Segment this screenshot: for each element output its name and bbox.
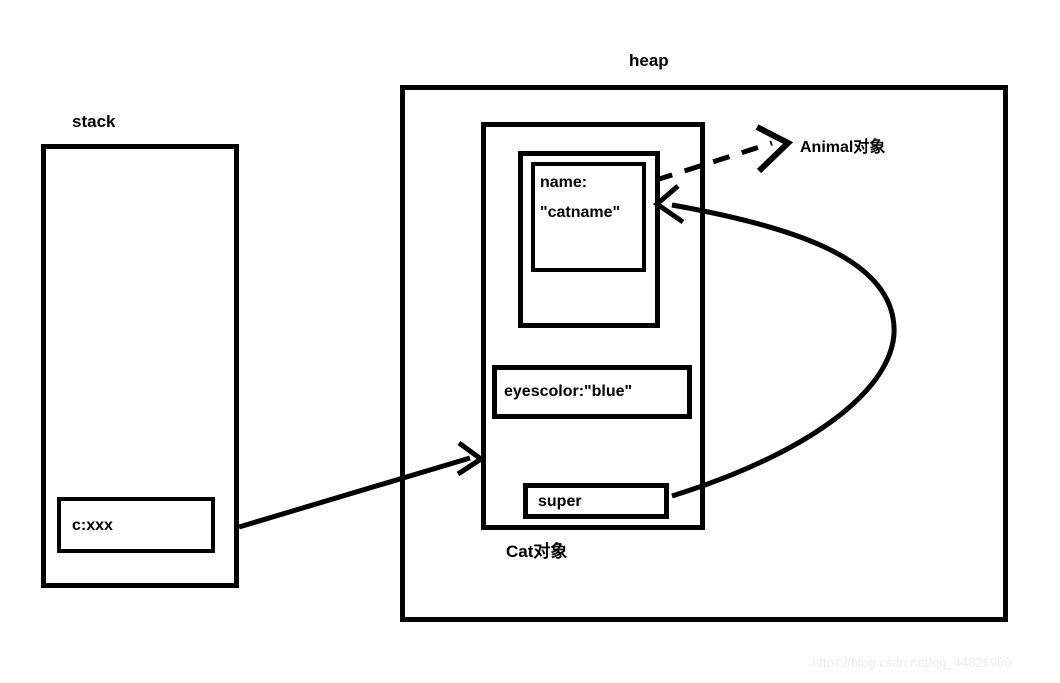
name-field-value-label: "catname": [540, 204, 621, 221]
heap-region-label: heap: [629, 51, 669, 70]
super-field-box: [523, 483, 669, 519]
stack-region-box: [41, 144, 239, 588]
cat-object-label: Cat对象: [506, 542, 568, 561]
stack-region-label: stack: [72, 112, 116, 131]
name-field-inner-box: [531, 162, 646, 272]
heap-region-box: [400, 85, 1008, 622]
super-field-label: super: [538, 493, 582, 510]
animal-object-label: Animal对象: [800, 139, 886, 156]
eyescolor-field-label: eyescolor:"blue": [504, 383, 633, 400]
source-watermark: https://blog.csdn.net/qq_44826960: [812, 655, 1012, 670]
name-field-key-label: name:: [540, 174, 588, 191]
stack-variable-box: [57, 497, 215, 553]
name-field-outer-box: [518, 151, 660, 328]
stack-variable-label: c:xxx: [72, 517, 113, 534]
